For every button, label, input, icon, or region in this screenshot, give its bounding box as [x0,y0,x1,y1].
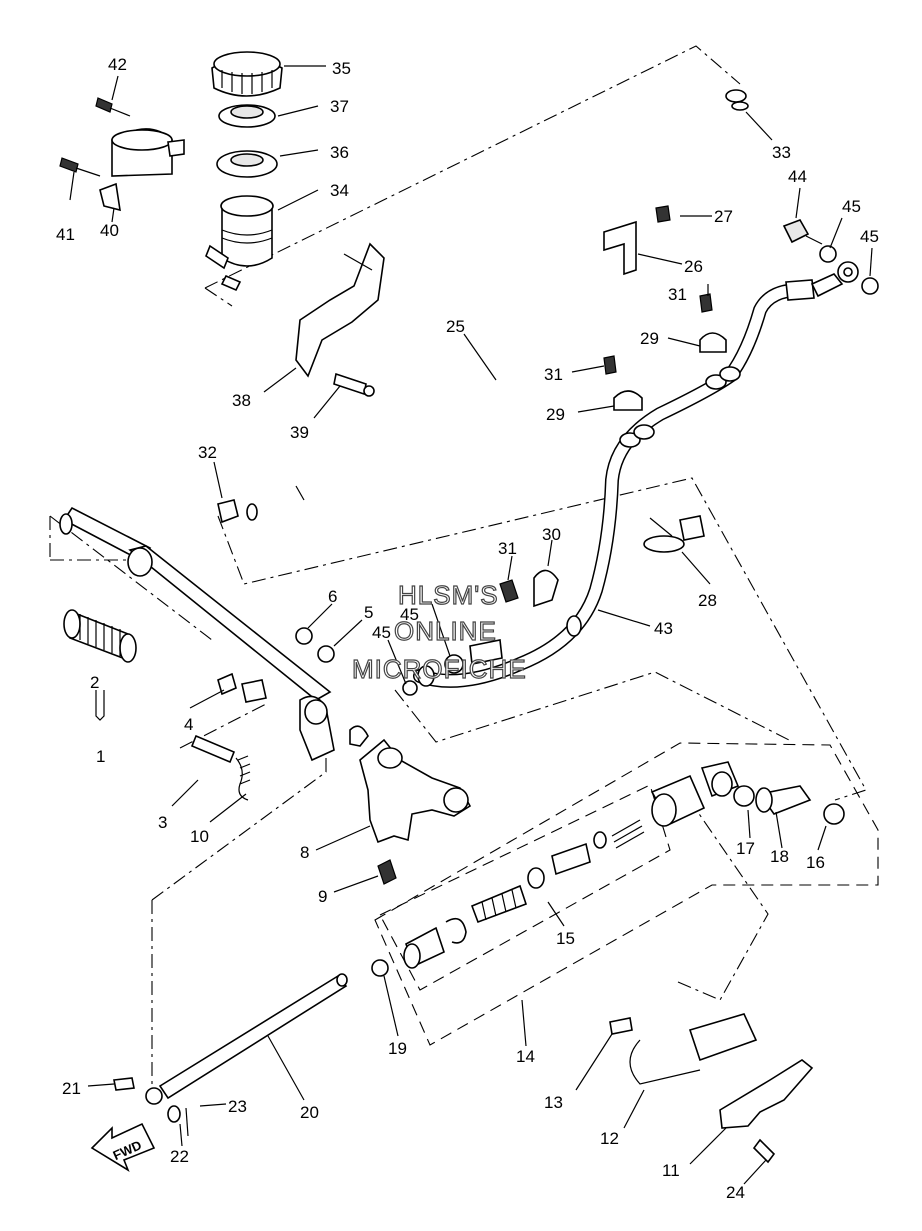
rod-20 [113,973,348,1137]
callout-8: 8 [300,843,309,862]
callout-22: 22 [170,1147,189,1166]
callout-10: 10 [190,827,209,846]
clamp-group [603,205,727,411]
callout-41: 41 [56,225,75,244]
callout-28: 28 [698,591,717,610]
callout-20: 20 [300,1103,319,1122]
callout-9: 9 [318,887,327,906]
callout-44: 44 [788,167,807,186]
callout-12: 12 [600,1129,619,1148]
callout-labels: 1 2 3 4 5 6 8 9 10 11 12 13 14 15 16 17 … [56,55,879,1202]
callout-37: 37 [330,97,349,116]
callout-40: 40 [100,221,119,240]
callout-11: 11 [662,1161,680,1180]
watermark-line1: HLSM'S [398,580,499,610]
callout-3: 3 [158,813,167,832]
callout-25: 25 [446,317,465,336]
callout-34: 34 [330,181,349,200]
callout-13: 13 [544,1093,563,1112]
callout-31-middle: 31 [544,365,563,384]
callout-31-lower: 31 [498,539,517,558]
callout-45-right-a: 45 [842,197,861,216]
callout-21: 21 [62,1079,81,1098]
callout-6: 6 [328,587,337,606]
callout-45-center-b: 45 [372,623,391,642]
cable-25 [217,89,749,524]
fwd-arrow: FWD [90,1122,156,1172]
callout-39: 39 [290,423,309,442]
callout-33: 33 [772,143,791,162]
leader-lines [69,65,873,1185]
callout-14: 14 [516,1047,535,1066]
callout-24: 24 [726,1183,745,1202]
callout-29-upper: 29 [640,329,659,348]
callout-45-center-a: 45 [400,605,419,624]
watermark: HLSM'S ONLINE MICROFICHE [351,579,527,684]
callout-27: 27 [714,207,733,226]
callout-4: 4 [184,715,193,734]
callout-42: 42 [108,55,127,74]
callout-29-lower: 29 [546,405,565,424]
junction-group [402,569,559,696]
bracket-11 [609,1013,814,1164]
callout-15: 15 [556,929,575,948]
callout-36: 36 [330,143,349,162]
callout-23: 23 [228,1097,247,1116]
watermark-line2: ONLINE [394,616,497,646]
callout-5: 5 [364,603,373,622]
lever-bracket-8 [359,738,472,885]
callout-17: 17 [736,839,755,858]
clamp-28 [643,515,705,553]
small-parts [190,627,369,801]
callout-43: 43 [654,619,673,638]
callout-16: 16 [806,853,825,872]
callout-19: 19 [388,1039,407,1058]
callout-31-upper: 31 [668,285,687,304]
callout-32: 32 [198,443,217,462]
watermark-line3: MICROFICHE [352,654,527,684]
callout-30: 30 [542,525,561,544]
callout-2: 2 [90,673,99,692]
callout-18: 18 [770,847,789,866]
callout-35: 35 [332,59,351,78]
reservoir-assembly [59,51,385,397]
handle-assembly [59,506,335,762]
callout-38: 38 [232,391,251,410]
group-outlines [49,45,879,1098]
pump-internals [371,761,845,977]
callout-45-right-b: 45 [860,227,879,246]
hose-43 [413,219,879,688]
callout-26: 26 [684,257,703,276]
callout-1: 1 [96,747,105,766]
